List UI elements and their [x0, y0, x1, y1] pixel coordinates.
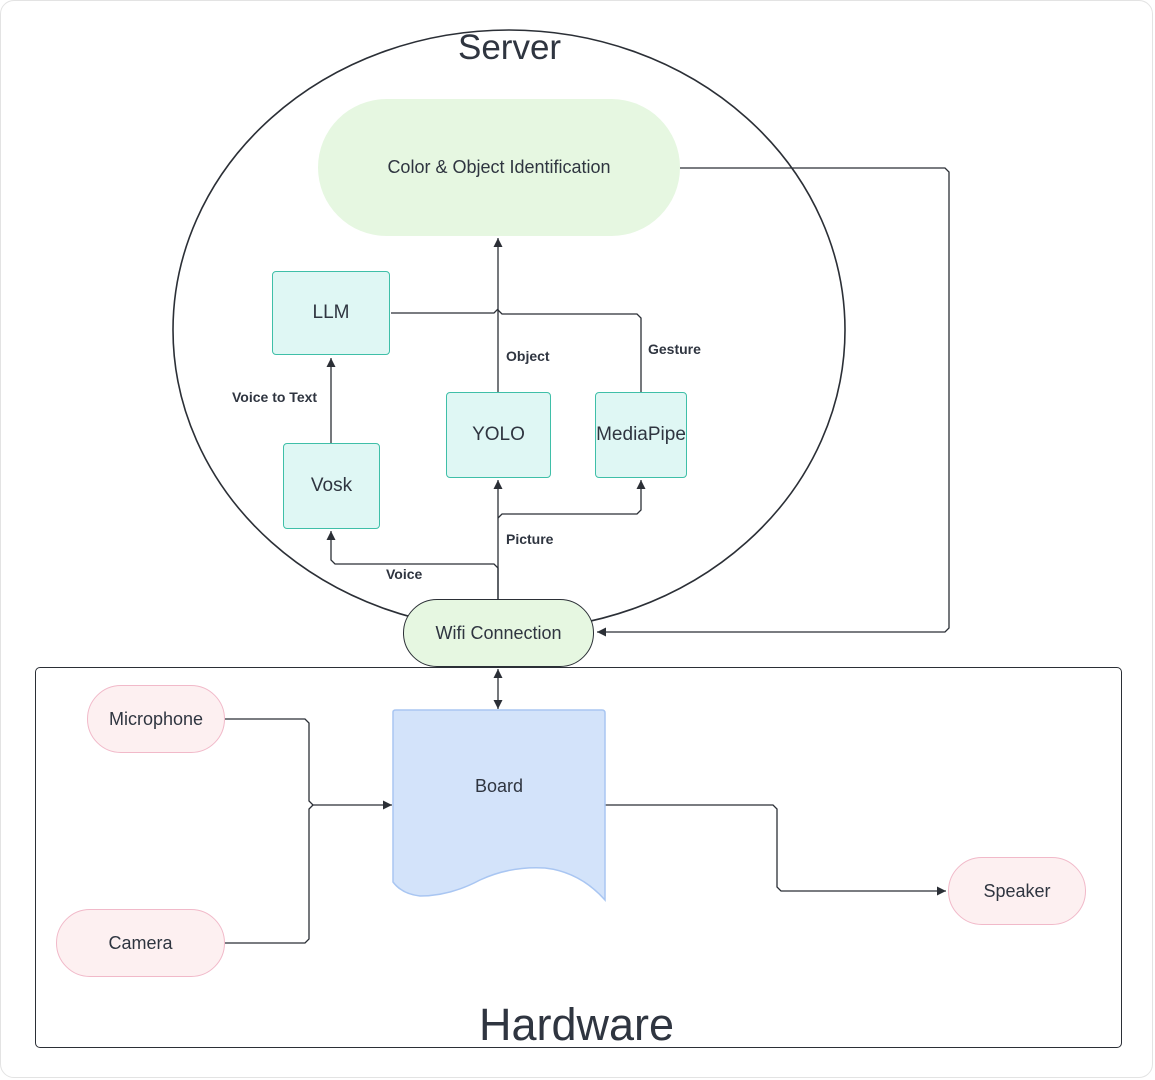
- speaker-label: Speaker: [983, 880, 1051, 901]
- edge-label-gesture: Gesture: [648, 341, 701, 357]
- edge-board-to-speaker: [605, 804, 946, 896]
- yolo-label: YOLO: [472, 424, 525, 445]
- microphone-node: Microphone: [87, 685, 225, 753]
- speaker-node: Speaker: [948, 857, 1086, 925]
- board-shape: [392, 709, 606, 902]
- llm-label: LLM: [312, 302, 350, 323]
- color-object-identification-node: Color & Object Identification: [318, 99, 680, 236]
- yolo-node: YOLO: [446, 392, 551, 478]
- edge-label-voice: Voice: [386, 566, 423, 582]
- mediapipe-node: MediaPipe: [595, 392, 687, 478]
- color-object-identification-label: Color & Object Identification: [387, 157, 611, 177]
- mediapipe-label: MediaPipe: [596, 424, 686, 445]
- hardware-title: Hardware: [479, 999, 675, 1050]
- edge-microphone-to-board: [225, 718, 392, 810]
- hardware-boundary: [35, 667, 1122, 1048]
- llm-node: LLM: [272, 271, 390, 355]
- wifi-connection-label: Wifi Connection: [435, 622, 562, 643]
- edge-camera-to-board: [225, 804, 314, 944]
- board-label: Board: [474, 776, 524, 796]
- camera-label: Camera: [108, 932, 173, 953]
- edge-mediapipe-to-color-object: [497, 309, 642, 392]
- edge-wifi-to-vosk: [326, 531, 499, 599]
- camera-node: Camera: [56, 909, 225, 977]
- edge-label-object: Object: [506, 348, 550, 364]
- microphone-label: Microphone: [108, 708, 204, 729]
- edge-color-object-to-wifi: [597, 167, 950, 637]
- wifi-connection-node: Wifi Connection: [403, 599, 594, 667]
- vosk-label: Vosk: [310, 475, 353, 496]
- edge-llm-to-color-object: [391, 238, 503, 314]
- vosk-node: Vosk: [283, 443, 380, 529]
- server-title: Server: [458, 28, 562, 67]
- edge-wifi-to-mediapipe: [497, 480, 646, 519]
- edge-label-voice-to-text: Voice to Text: [232, 389, 318, 405]
- edge-label-picture: Picture: [506, 531, 554, 547]
